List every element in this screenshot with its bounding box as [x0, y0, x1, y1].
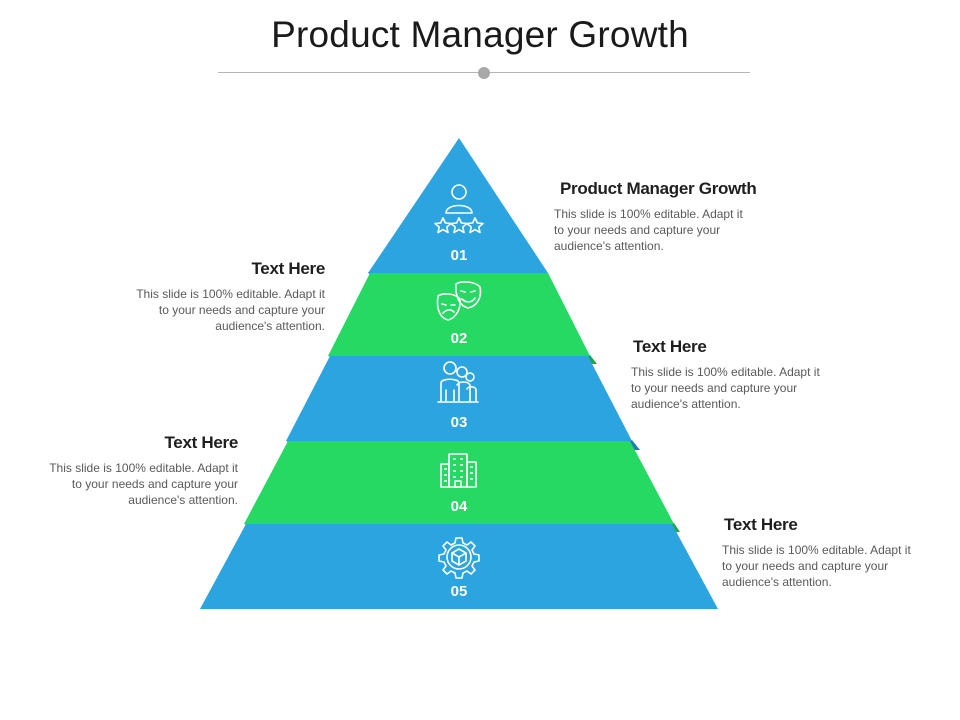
level-4-number: 04: [451, 498, 468, 515]
callout-4-heading: Text Here: [164, 433, 238, 452]
callout-3-body: This slide is 100% editable. Adapt it to…: [631, 365, 820, 411]
callout-4-body: This slide is 100% editable. Adapt it to…: [49, 461, 238, 507]
callout-5-heading: Text Here: [724, 515, 798, 534]
level-2-number: 02: [451, 330, 468, 347]
callout-2-body: This slide is 100% editable. Adapt it to…: [136, 287, 325, 333]
callout-3-heading: Text Here: [633, 337, 707, 356]
callout-5-body: This slide is 100% editable. Adapt it to…: [722, 543, 911, 589]
callout-3: Text Here This slide is 100% editable. A…: [631, 337, 861, 412]
callout-4: Text Here This slide is 100% editable. A…: [8, 433, 238, 508]
callout-2: Text Here This slide is 100% editable. A…: [95, 259, 325, 334]
level-3-number: 03: [451, 414, 468, 431]
level-1-number: 01: [451, 247, 468, 264]
gear-box-icon: [438, 537, 480, 579]
pyramid-level-4: [244, 441, 674, 524]
pyramid-level-5: [200, 524, 718, 609]
theater-masks-icon: [436, 281, 482, 321]
callout-1-heading: Product Manager Growth: [560, 179, 757, 198]
callout-5: Text Here This slide is 100% editable. A…: [722, 515, 952, 590]
pyramid-level-2: [328, 273, 590, 356]
title-divider-dot: [478, 67, 490, 79]
page-title: Product Manager Growth: [271, 14, 689, 55]
callout-1: Product Manager Growth This slide is 100…: [554, 179, 784, 254]
level-5-number: 05: [451, 583, 468, 600]
team-group-icon: [437, 361, 479, 403]
callout-2-heading: Text Here: [251, 259, 325, 278]
office-building-icon: [440, 453, 477, 488]
person-rating-stars-icon: [434, 184, 484, 234]
callout-1-body: This slide is 100% editable. Adapt it to…: [554, 207, 743, 253]
